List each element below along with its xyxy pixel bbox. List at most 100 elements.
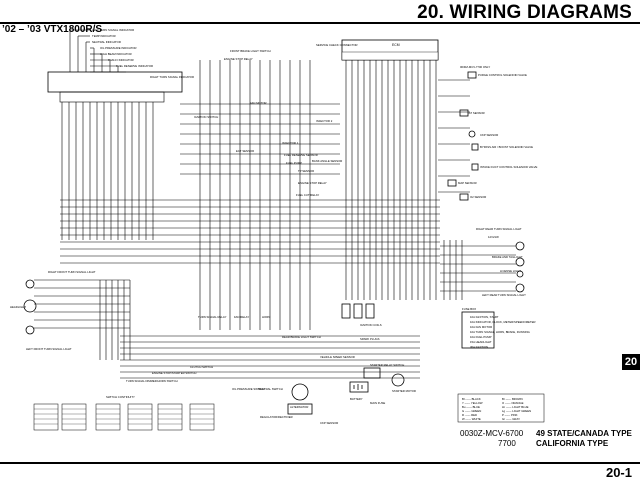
main-fuse-label: MAIN FUSE	[370, 401, 385, 405]
dimmer-switch-label: TURN SIGNAL DIMMER/HORN SWITCH	[126, 379, 178, 383]
map-sensor-label: MAP SENSOR	[458, 181, 477, 185]
starter-relay	[363, 367, 381, 379]
iat-sensor	[459, 109, 469, 117]
svg-text:Y ------ YELLOW: Y ------ YELLOW	[462, 401, 483, 405]
spark-plugs-label: SPARK PLUGS	[360, 337, 380, 341]
fan-motor-label: FAN MOTOR	[250, 101, 267, 105]
chapter-title: 20. WIRING DIAGRAMS	[417, 2, 632, 23]
ignition-coil-2	[353, 303, 363, 319]
purge-valve-label: PURGE CONTROL SOLENOID VALVE	[478, 73, 527, 77]
svg-text:PGM-FI INDICATOR: PGM-FI INDICATOR	[108, 58, 134, 62]
switch-table-1	[33, 403, 59, 431]
fuel-cut-relay-label: FUEL CUT RELAY	[296, 193, 319, 197]
headlight	[23, 299, 37, 313]
right-rear-turn-label: RIGHT REAR TURN SIGNAL LIGHT	[476, 227, 522, 231]
diagram-code-2: 7700	[498, 439, 516, 448]
rear-brake-switch-label: REAR BRAKE LIGHT SWITCH	[282, 335, 321, 339]
switch-table-5	[157, 403, 183, 431]
wire-color-legend	[457, 393, 545, 423]
page-number: 20-1	[605, 465, 632, 480]
ecm-note-label: 0030Z-MCV-7700 ONLY	[460, 65, 490, 69]
model-title: ’02 – ’03 VTX1800R/S	[2, 24, 103, 35]
left-rear-turn-light	[515, 283, 525, 293]
left-front-turn-label: LEFT FRONT TURN SIGNAL LIGHT	[26, 347, 72, 351]
wire-harness	[34, 29, 516, 379]
brake-tail-label: BRAKE AND TAILLIGHT	[492, 255, 523, 259]
svg-text:Bl ------ BLACK: Bl ------ BLACK	[462, 397, 481, 401]
fan-relay-label: FAN RELAY	[234, 315, 249, 319]
svg-text:TEMP INDICATOR: TEMP INDICATOR	[92, 34, 116, 38]
switch-table-3	[95, 403, 121, 431]
svg-text:NEUTRAL INDICATOR: NEUTRAL INDICATOR	[92, 40, 121, 44]
header-rule	[0, 22, 640, 24]
right-rear-turn-light	[515, 241, 525, 251]
injector-2-label: INJECTOR 2	[316, 119, 333, 123]
starter-relay-label: STARTER RELAY SWITCH	[370, 363, 404, 367]
ecm-label: ECM	[392, 43, 400, 47]
svg-text:10A IGNITION, START: 10A IGNITION, START	[470, 315, 499, 319]
ignition-coils-label: IGNITION COILS	[360, 323, 382, 327]
wire-color-list: Bl ------ BLACK Y ------ YELLOW Bu -----…	[462, 397, 531, 421]
meter-connector	[59, 91, 165, 103]
service-check-label: SERVICE CHECK CONNECTOR	[316, 43, 358, 47]
svg-text:P ------ PINK: P ------ PINK	[502, 413, 518, 417]
alternator-label: ALTERNATOR	[290, 405, 308, 409]
bypass-valve-label: BYPASS AIR / BOOST SOLENOID VALVE	[480, 145, 533, 149]
clutch-switch-label: CLUTCH SWITCH	[190, 365, 213, 369]
o2-sensor	[459, 193, 469, 201]
svg-text:10A INDICATOR, CLOCK, METER/SP: 10A INDICATOR, CLOCK, METER/SPEEDOMETER	[470, 320, 535, 324]
left-rear-turn-label: LEFT REAR TURN SIGNAL LIGHT	[482, 293, 526, 297]
diagram-type-2: CALIFORNIA TYPE	[536, 439, 609, 448]
starter-motor-label: STARTER MOTOR	[392, 389, 416, 393]
ckp-sensor	[468, 130, 476, 138]
ignition-coil-3	[365, 303, 375, 319]
bypass-valve	[471, 143, 479, 151]
footer-rule	[0, 462, 640, 464]
turn-signal-relay-label: TURN SIGNAL RELAY	[198, 315, 227, 319]
headlight-label: HEADLIGHT	[10, 305, 26, 309]
bulb-12v21w-label: 12V21W	[488, 235, 499, 239]
svg-text:15A HEADLIGHT: 15A HEADLIGHT	[470, 340, 492, 344]
fuel-pump-label: FUEL PUMP	[286, 161, 302, 165]
horn-label: HORN	[262, 315, 270, 319]
ckp-sensor-label: CKP SENSOR	[480, 133, 498, 137]
svg-text:R ------ RED: R ------ RED	[462, 413, 477, 417]
ignition-switch-label: IGNITION SWITCH	[194, 115, 218, 119]
engine-stop-relay-label: ENGINE STOP RELAY	[224, 57, 253, 61]
brake-taillight	[515, 257, 525, 267]
left-front-turn-light	[25, 325, 35, 335]
injector-1-label: INJECTOR 1	[282, 141, 299, 145]
intake-valve-label: INTAKE DUCT CONTROL SOLENOID VALVE	[480, 165, 537, 169]
svg-text:W ------ WHITE: W ------ WHITE	[462, 417, 481, 421]
alternator	[291, 383, 309, 401]
svg-text:Lb ------ LIGHT BLUE: Lb ------ LIGHT BLUE	[502, 405, 529, 409]
starter-motor	[391, 373, 405, 387]
section-tab: 20	[622, 354, 640, 370]
svg-text:Lg ------ LIGHT GREEN: Lg ------ LIGHT GREEN	[502, 409, 531, 413]
front-brake-switch-label: FRONT BRAKE LIGHT SWITCH	[230, 49, 271, 53]
switch-continuity-tables	[33, 403, 215, 431]
right-front-turn-light	[25, 279, 35, 289]
svg-text:OIL PRESSURE INDICATOR: OIL PRESSURE INDICATOR	[100, 46, 136, 50]
switch-continuity-label: SWITCH CONTINUITY	[106, 395, 135, 399]
engine-stop-relay-2-label: ENGINE STOP RELAY	[298, 181, 327, 185]
fuel-reserve-sensor-label: FUEL RESERVE SENSOR	[284, 153, 318, 157]
regulator-label: REGULATOR/RECTIFIER	[260, 415, 293, 419]
battery	[349, 381, 369, 393]
ckp-bottom-label: CKP SENSOR	[320, 421, 338, 425]
svg-text:HIGH BEAM INDICATOR: HIGH BEAM INDICATOR	[100, 52, 132, 56]
diagram-type-1: 49 STATE/CANADA TYPE	[536, 429, 632, 438]
intake-valve	[471, 163, 479, 171]
svg-text:Gr ------ GRAY: Gr ------ GRAY	[502, 417, 520, 421]
neutral-switch-label: NEUTRAL SWITCH	[258, 387, 283, 391]
switch-table-6	[189, 403, 215, 431]
battery-label: BATTERY	[350, 397, 363, 401]
diagram-code-1: 0030Z-MCV-6700	[460, 429, 524, 438]
fuse-box	[461, 311, 495, 349]
ecm-pins	[341, 51, 439, 61]
svg-text:FUEL RESERVE INDICATOR: FUEL RESERVE INDICATOR	[116, 64, 153, 68]
bank-angle-sensor-label: BANK ANGLE SENSOR	[312, 159, 342, 163]
o2-sensor-label: O2 SENSOR	[470, 195, 486, 199]
indicator-labels: LEFT TURN SIGNAL INDICATOR TEMP INDICATO…	[92, 28, 194, 79]
